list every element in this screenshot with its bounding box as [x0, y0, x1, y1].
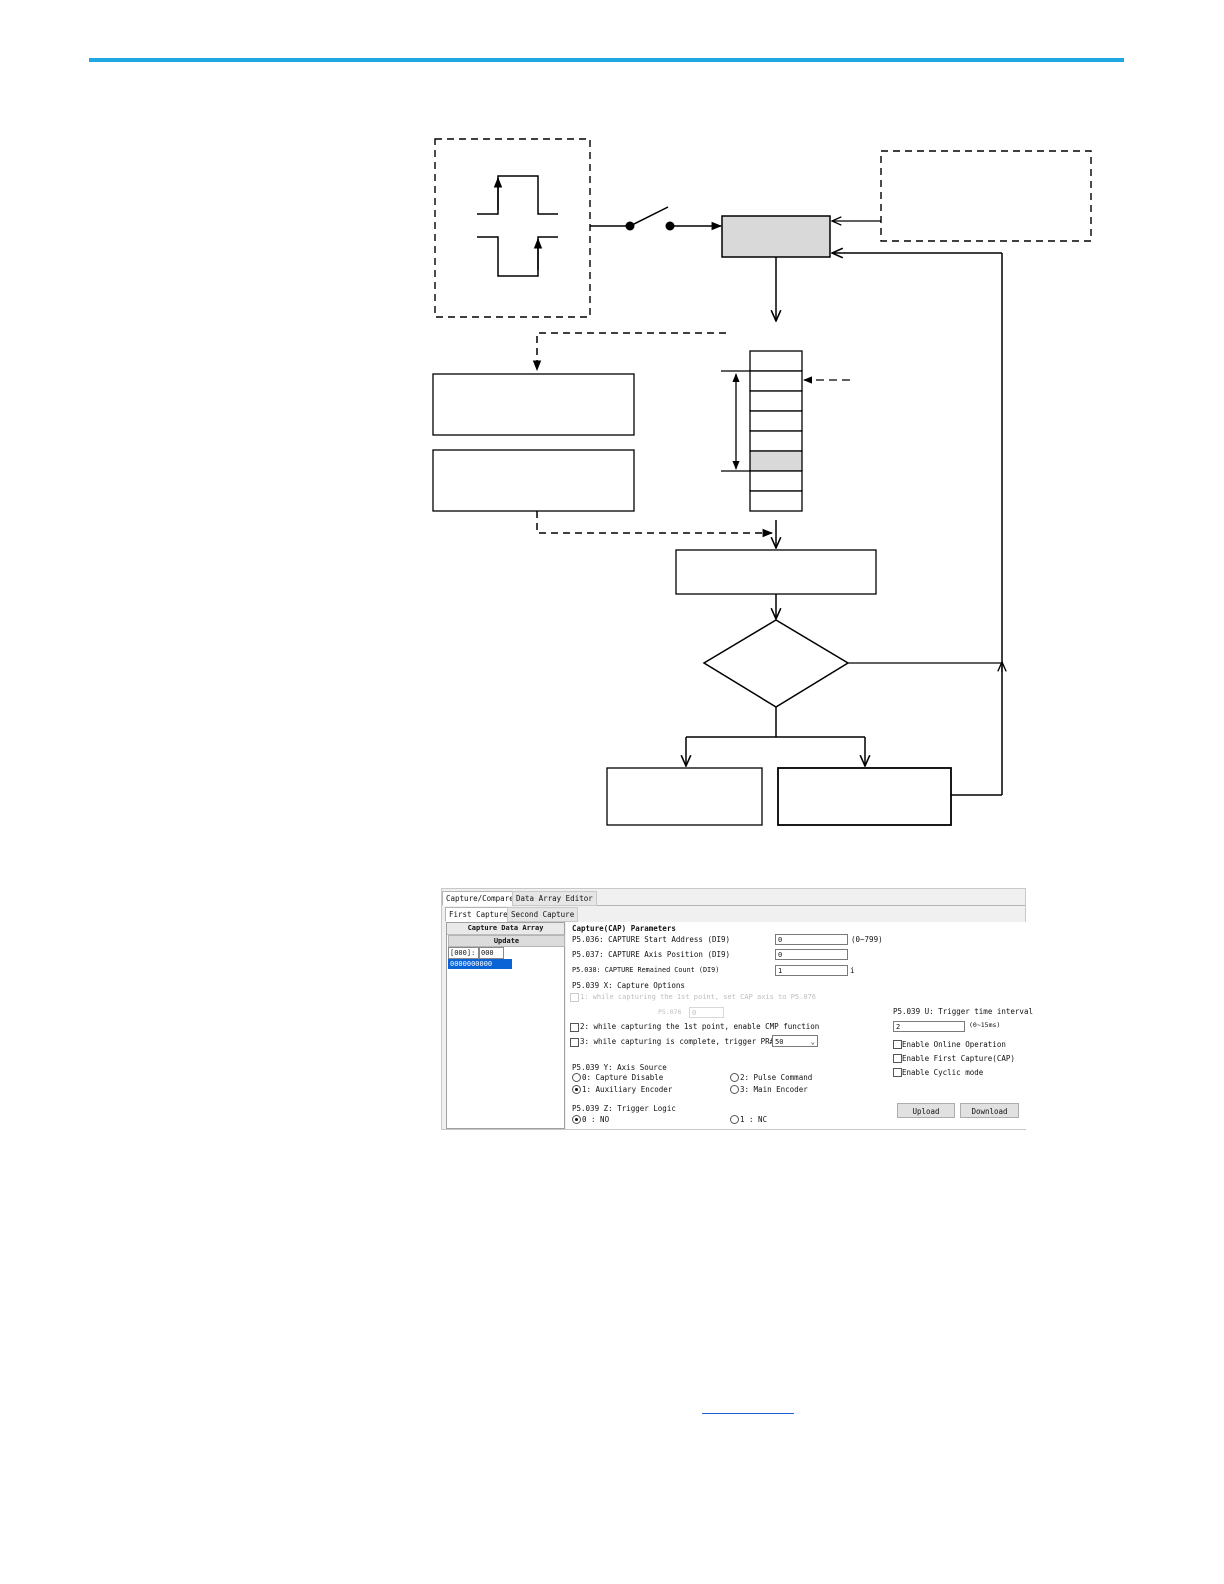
trigger-logic-title: P5.039 Z: Trigger Logic [572, 1104, 676, 1113]
enable-online-label: Enable Online Operation [902, 1040, 1006, 1049]
remained-count-field[interactable]: 1 [775, 965, 848, 976]
option3-checkbox[interactable] [570, 1038, 579, 1047]
start-address-range: (0~799) [851, 935, 883, 944]
array-value[interactable]: 000 [479, 947, 504, 959]
option2-label: 2: while capturing the 1st point, enable… [580, 1022, 820, 1031]
enable-first-capture-label: Enable First Capture(CAP) [902, 1054, 1015, 1063]
trigger-logic-nc-radio[interactable] [730, 1115, 739, 1124]
trigger-interval-field[interactable]: 2 [893, 1021, 965, 1032]
top-tab-strip: Capture/Compare Data Array Editor [442, 889, 1025, 906]
tab-data-array-editor[interactable]: Data Array Editor [512, 891, 597, 906]
axis-position-label: P5.037: CAPTURE Axis Position (DI9) [572, 950, 731, 959]
enable-cyclic-checkbox[interactable] [893, 1068, 902, 1077]
option2-checkbox[interactable] [570, 1023, 579, 1032]
tab-second-capture[interactable]: Second Capture [507, 907, 579, 922]
trigger-logic-no-label: 0 : NO [582, 1115, 610, 1124]
rising-edge-waveform [477, 175, 558, 215]
axis-source-3-radio[interactable] [730, 1085, 739, 1094]
enable-cyclic-label: Enable Cyclic mode [902, 1068, 984, 1077]
axis-source-1-label: 1: Auxiliary Encoder [582, 1085, 673, 1094]
trigger-logic-no-radio[interactable] [572, 1115, 581, 1124]
list-item[interactable]: [000]:0000000000000 [448, 947, 564, 969]
trigger-logic-nc-label: 1 : NC [740, 1115, 768, 1124]
remained-count-suffix: i [850, 966, 855, 975]
enable-online-checkbox[interactable] [893, 1040, 902, 1049]
start-address-field[interactable]: 0 [775, 934, 848, 945]
upload-button[interactable]: Upload [897, 1103, 955, 1118]
trigger-interval-title: P5.039 U: Trigger time interval [893, 1007, 1033, 1016]
download-button[interactable]: Download [960, 1103, 1019, 1118]
header-rule [89, 58, 1124, 62]
input-signal-box [434, 138, 591, 318]
params-title: Capture(CAP) Parameters [572, 924, 676, 933]
process-box [675, 549, 877, 595]
p5076-label: P5.076 [658, 1008, 682, 1016]
axis-source-0-radio[interactable] [572, 1073, 581, 1082]
hyperlink-underline[interactable] [702, 1413, 794, 1414]
axis-position-field[interactable]: 0 [775, 949, 848, 960]
bottom-right-box [777, 767, 952, 826]
axis-source-1-radio[interactable] [572, 1085, 581, 1094]
decision-diamond [702, 619, 850, 708]
capture-data-array-pane: Capture Data Array Update [000]:00000000… [446, 922, 565, 1129]
falling-edge-waveform [477, 236, 558, 277]
start-address-label: P5.036: CAPTURE Start Address (DI9) [572, 935, 731, 944]
chevron-down-icon: ⌄ [810, 1038, 815, 1046]
enable-first-capture-checkbox[interactable] [893, 1054, 902, 1063]
capture-data-array-header: Capture Data Array [447, 923, 564, 935]
left-box-lower [432, 449, 635, 512]
capture-options-title: P5.039 X: Capture Options [572, 981, 685, 990]
trigger-interval-unit: (0~15ms) [969, 1021, 1001, 1029]
data-array-stack [749, 350, 803, 512]
axis-source-0-label: 0: Capture Disable [582, 1073, 664, 1082]
left-box-upper [432, 373, 635, 436]
remained-count-label: P5.038: CAPTURE Remained Count (DI9) [572, 966, 720, 974]
pr-number-select[interactable]: 50 ⌄ [772, 1035, 818, 1047]
capture-parameters-pane: Capture(CAP) Parameters P5.036: CAPTURE … [566, 922, 1033, 1129]
option1-label: 1: while capturing the 1st point, set CA… [580, 993, 817, 1001]
capture-settings-window: Capture/Compare Data Array Editor First … [441, 888, 1033, 1130]
pr-number-value: 50 [775, 1038, 784, 1046]
capture-block [721, 215, 831, 258]
axis-source-2-label: 2: Pulse Command [740, 1073, 813, 1082]
parameter-box [880, 150, 1092, 242]
axis-source-2-radio[interactable] [730, 1073, 739, 1082]
update-button[interactable]: Update [448, 935, 565, 947]
option3-label: 3: while capturing is complete, trigger … [580, 1037, 775, 1046]
axis-source-title: P5.039 Y: Axis Source [572, 1063, 667, 1072]
tab-capture-compare[interactable]: Capture/Compare [442, 891, 518, 906]
bottom-left-box [606, 767, 763, 826]
p5076-field[interactable]: 0 [689, 1007, 724, 1018]
capture-flow-diagram [432, 138, 1092, 826]
axis-source-3-label: 3: Main Encoder [740, 1085, 808, 1094]
option1-checkbox[interactable] [570, 993, 579, 1002]
tab-first-capture[interactable]: First Capture [445, 907, 512, 922]
array-data[interactable]: 0000000000 [448, 959, 512, 969]
array-index: [000]: [448, 947, 479, 959]
